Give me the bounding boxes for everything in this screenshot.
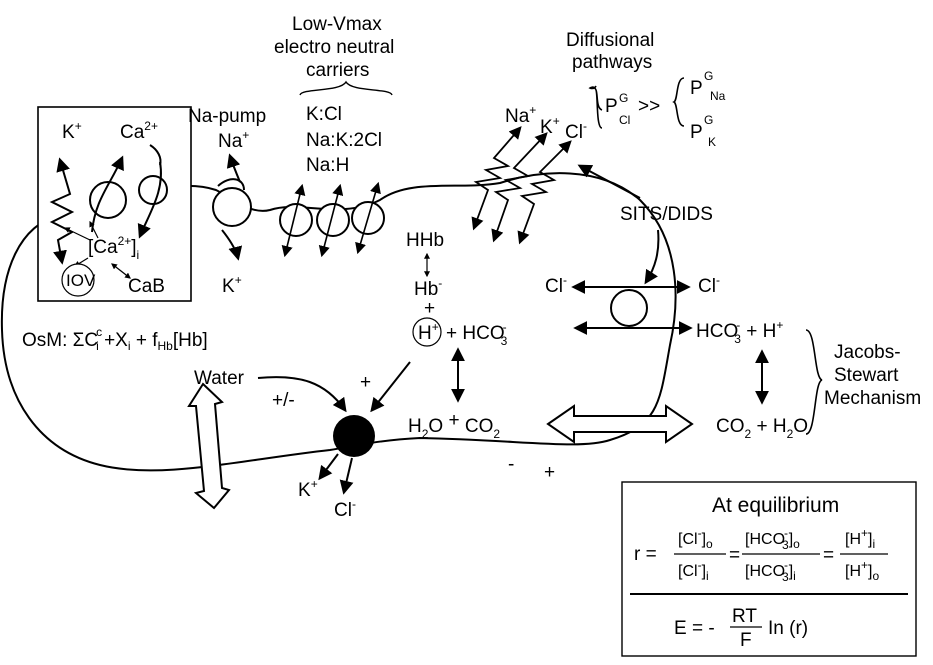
- na-pump-out-arrow: [226, 153, 241, 183]
- svg-text:=: =: [729, 545, 740, 566]
- at-equilibrium-title: At equilibrium: [712, 494, 839, 517]
- svg-text:Cl: Cl: [619, 113, 630, 127]
- svg-text:G: G: [619, 91, 628, 105]
- svg-text:Na: Na: [710, 89, 726, 103]
- k-channel-zigzag: [49, 157, 75, 265]
- diffusional-line1: Diffusional: [566, 30, 654, 51]
- carrier-nak2cl: Na:K:2Cl: [306, 130, 382, 151]
- pcl-label: P: [605, 96, 618, 117]
- water-hollow-arrow: [187, 382, 231, 510]
- svg-text:=: =: [823, 545, 834, 566]
- iov-label: IOV: [66, 271, 96, 290]
- water-label: Water: [194, 368, 245, 389]
- svg-text:+: +: [424, 298, 435, 319]
- ca-channel-circle: [138, 175, 168, 205]
- equilibrium-box: [621, 481, 917, 657]
- membrane-plus: +: [544, 462, 555, 483]
- low-vmax-line2: electro neutral: [274, 37, 394, 58]
- low-vmax-line3: carriers: [306, 60, 369, 81]
- cotransport-k: K+: [298, 477, 318, 501]
- perm-brace-left: [588, 85, 603, 129]
- cell-membrane: [0, 172, 677, 472]
- ca-pump-circle: [89, 181, 127, 219]
- na-pump-k-label: K+: [222, 273, 242, 297]
- hco3-h-out-label: HCO-3 + H+: [696, 318, 783, 346]
- band3-exchanger: [610, 289, 648, 327]
- membrane-minus: -: [508, 454, 514, 475]
- perm-brace-right: [672, 77, 685, 127]
- e-equation-prefix: E = -: [674, 618, 715, 639]
- diffusional-na: Na+: [505, 103, 536, 127]
- much-greater-symbol: >>: [638, 96, 660, 117]
- cl-in-label: Cl-: [545, 273, 567, 297]
- pna-label: P: [690, 78, 703, 99]
- jacobs-line3: Mechanism: [824, 388, 921, 409]
- h-ion-label: H+: [418, 320, 439, 344]
- cl-out-label: Cl-: [698, 273, 720, 297]
- na-pump-in-arrow: [221, 229, 243, 261]
- hco3-in-label: + HCO-3: [446, 320, 508, 348]
- ca-ion-label: Ca2+: [120, 119, 158, 143]
- sits-dids-label: SITS/DIDS: [620, 204, 713, 225]
- plus-label: +: [360, 372, 371, 393]
- f-label: F: [740, 630, 752, 651]
- jacobs-line2: Stewart: [834, 365, 899, 386]
- svg-text:[HCO-3]i: [HCO-3]i: [745, 558, 796, 584]
- ca-channel-arrow: [137, 161, 162, 239]
- na-pump-circle: [212, 187, 252, 227]
- diffusional-line2: pathways: [572, 52, 652, 73]
- co2-h2o-out-label: CO2 + H2O: [716, 416, 808, 441]
- svg-text:[HCO-3]o: [HCO-3]o: [745, 526, 800, 552]
- jacobs-line1: Jacobs-: [834, 342, 901, 363]
- cotransport-cl: Cl-: [334, 497, 356, 521]
- pk-label: P: [690, 122, 703, 143]
- svg-text:G: G: [704, 69, 713, 83]
- k-ion-label: K+: [62, 119, 82, 143]
- carrier-nah: Na:H: [306, 155, 349, 176]
- cab-label: CaB: [128, 276, 165, 297]
- co2-diffusion-arrow: [546, 404, 694, 444]
- iov-circle: [61, 263, 95, 297]
- h-ion-circle: [412, 317, 442, 347]
- svg-text:[H+]i: [H+]i: [845, 526, 875, 551]
- h2o-co2-in-label: H2O + CO2: [408, 410, 500, 441]
- ln-r-label: In (r): [768, 618, 808, 639]
- kcl-cotransporter: [333, 415, 375, 457]
- water-flux-arrow: [257, 376, 347, 413]
- na-pump-na-label: Na+: [218, 128, 249, 152]
- diffusional-cl: Cl-: [565, 119, 587, 143]
- carrier-brace: [299, 80, 393, 96]
- carrier-group: [279, 181, 385, 258]
- na-pump-label: Na-pump: [188, 106, 266, 127]
- rt-label: RT: [732, 606, 757, 627]
- hhb-label: HHb: [406, 230, 444, 251]
- hb-label: Hb-: [414, 276, 442, 300]
- svg-text:[Cl-]i: [Cl-]i: [678, 558, 709, 583]
- plus-minus-label: +/-: [272, 390, 295, 411]
- carrier-kcl: K:Cl: [306, 104, 342, 125]
- diffusional-channels: [471, 126, 572, 245]
- r-equals: r =: [634, 544, 657, 565]
- svg-text:G: G: [704, 113, 713, 127]
- jacobs-brace: [805, 329, 823, 435]
- diffusional-k: K+: [540, 114, 560, 138]
- svg-text:K: K: [708, 135, 716, 149]
- low-vmax-line1: Low-Vmax: [292, 14, 382, 35]
- ca-intracellular-label: [Ca2+]i: [88, 234, 139, 262]
